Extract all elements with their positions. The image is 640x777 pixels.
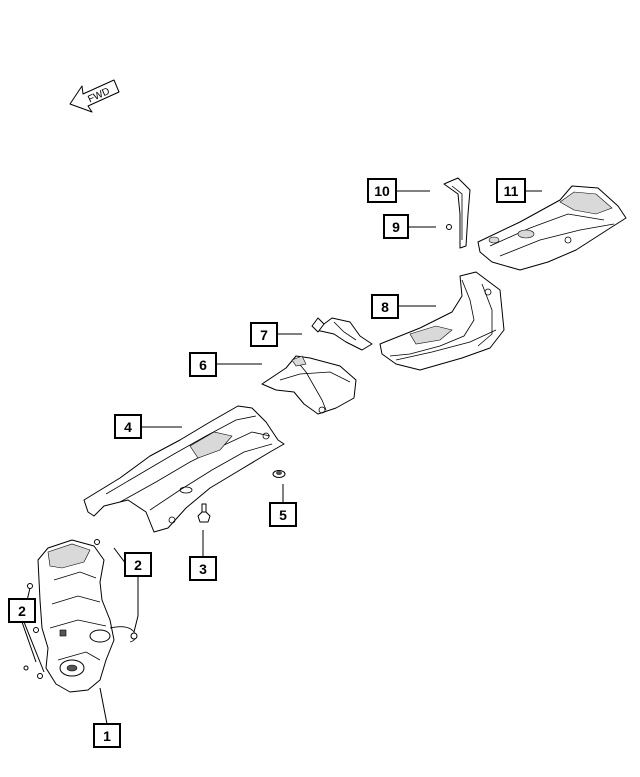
callout-8-label: 8 <box>381 299 389 315</box>
callout-10: 10 <box>367 178 397 203</box>
part-6-center-heat-shield <box>261 355 357 415</box>
callout-1-label: 1 <box>103 728 111 744</box>
part-9-nut <box>446 224 452 230</box>
callout-2-left-label: 2 <box>18 603 26 619</box>
part-3-bolt <box>197 503 211 523</box>
callout-8: 8 <box>371 294 399 319</box>
callout-9: 9 <box>383 214 409 239</box>
part-1-manifold-heat-shield <box>37 539 138 693</box>
part-11-rear-heat-shield <box>477 185 627 271</box>
callout-1: 1 <box>93 723 121 748</box>
callout-9-label: 9 <box>392 219 400 235</box>
callout-5: 5 <box>269 502 297 527</box>
callout-3-label: 3 <box>199 561 207 577</box>
callout-4: 4 <box>114 414 142 439</box>
callout-7: 7 <box>250 322 278 347</box>
part-7-bracket <box>311 317 373 351</box>
leader-lines <box>21 190 542 725</box>
callout-10-label: 10 <box>374 183 390 199</box>
forward-arrow-icon: FWD <box>69 79 120 113</box>
callout-6: 6 <box>189 352 217 377</box>
callout-11-label: 11 <box>504 183 519 199</box>
callout-2-left: 2 <box>8 598 36 623</box>
part-10-bracket <box>443 177 471 249</box>
callout-6-label: 6 <box>199 357 207 373</box>
forward-arrow-label: FWD <box>86 86 111 105</box>
callout-5-label: 5 <box>279 507 287 523</box>
callout-2-right-label: 2 <box>134 557 142 573</box>
part-5-flange-nut <box>272 470 286 478</box>
callout-7-label: 7 <box>260 327 268 343</box>
callout-2-right: 2 <box>124 552 152 577</box>
part-8-intermediate-heat-shield <box>379 271 505 371</box>
callout-3: 3 <box>189 556 217 581</box>
part-4-front-heat-shield <box>83 405 285 533</box>
callout-11: 11 <box>496 178 526 203</box>
callout-4-label: 4 <box>124 419 132 435</box>
